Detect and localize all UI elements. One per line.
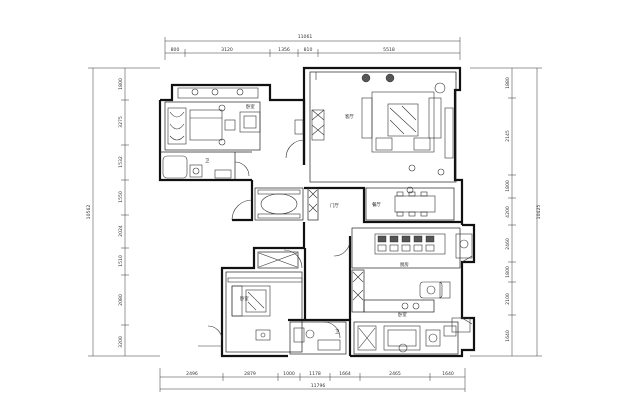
door-swings [198, 139, 351, 347]
living-room: 客厅 [309, 71, 457, 183]
room-label-bedroom-3: 卧室 [398, 311, 407, 318]
bottom-seg-7: 1640 [442, 371, 454, 377]
top-seg-4: 810 [304, 47, 313, 53]
right-seg-6: 1800 [505, 266, 511, 278]
foyer: 门厅 [231, 187, 339, 221]
top-seg-5: 5518 [383, 47, 395, 53]
top-seg-3: 1356 [278, 47, 290, 53]
right-seg-3: 1800 [505, 180, 511, 192]
left-seg-8: 3200 [118, 336, 124, 348]
walls [158, 66, 476, 358]
master-bath: 卫 [160, 151, 252, 180]
dimension-right: 10425 1880 2145 1800 4200 2460 1800 2100… [470, 67, 542, 357]
right-total-label: 10425 [536, 205, 542, 220]
bottom-seg-6: 2465 [389, 371, 401, 377]
bath-2: 卫 [289, 321, 347, 355]
room-label-master-bedroom: 卧室 [246, 103, 255, 110]
right-seg-1: 1880 [505, 77, 511, 89]
bottom-seg-4: 1178 [309, 371, 321, 377]
right-seg-7: 2100 [505, 293, 511, 305]
room-label-dining-room: 餐厅 [372, 201, 381, 208]
bottom-seg-2: 2879 [244, 371, 256, 377]
top-seg-1: 800 [171, 47, 180, 53]
dimension-top: 11061 800 3120 1356 810 5518 [164, 34, 461, 60]
left-seg-2: 3275 [118, 116, 124, 128]
left-seg-7: 2080 [118, 294, 124, 306]
room-label-bedroom-2: 卧室 [240, 295, 249, 302]
bottom-seg-5: 1664 [339, 371, 351, 377]
dining-room: 餐厅 [365, 186, 455, 221]
top-seg-2: 3120 [221, 47, 233, 53]
kitchen: 厨房 [351, 227, 473, 333]
bottom-total-label: 11796 [311, 383, 326, 389]
right-seg-2: 2145 [505, 130, 511, 142]
room-label-living-room: 客厅 [345, 113, 354, 120]
top-total-label: 11061 [298, 34, 313, 40]
left-seg-6: 1510 [118, 255, 124, 267]
right-seg-8: 1640 [505, 330, 511, 342]
bottom-seg-3: 1000 [283, 371, 295, 377]
bedroom-2: 卧室 [225, 249, 303, 353]
left-seg-3: 1532 [118, 156, 124, 168]
room-label-bath-2: 卫 [335, 329, 340, 335]
dimension-bottom: 2496 2879 1000 1178 1664 2465 1640 11796 [159, 368, 466, 392]
master-bedroom: 卧室 [164, 87, 304, 151]
right-seg-4: 4200 [505, 206, 511, 218]
bedroom-3: 卧室 [353, 311, 459, 355]
left-seg-1: 1800 [118, 78, 124, 90]
room-label-foyer: 门厅 [330, 202, 339, 209]
dimension-left: 10562 1800 3275 1532 1550 2024 1510 2080… [86, 67, 160, 357]
left-seg-5: 2024 [118, 225, 124, 237]
right-seg-5: 2460 [505, 238, 511, 250]
room-label-kitchen: 厨房 [400, 261, 409, 268]
left-total-label: 10562 [86, 205, 92, 220]
left-seg-4: 1550 [118, 191, 124, 203]
bottom-seg-1: 2496 [186, 371, 198, 377]
room-label-master-bath: 卫 [205, 158, 210, 164]
